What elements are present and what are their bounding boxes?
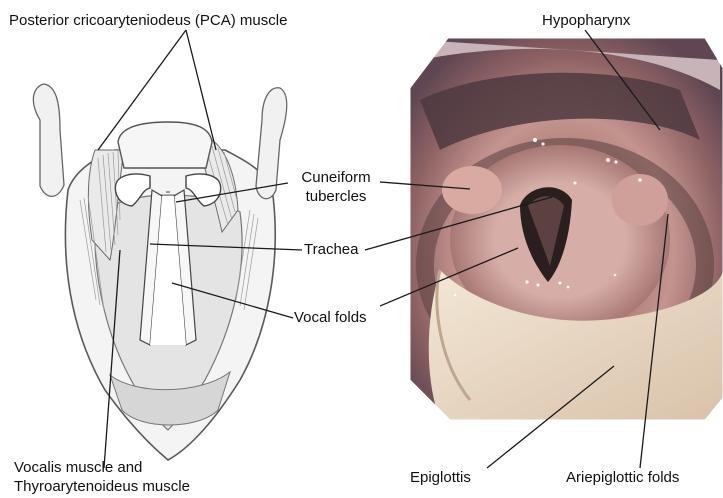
endoscopic-photo bbox=[408, 36, 723, 422]
hypopharynx-label: Hypopharynx bbox=[542, 11, 630, 30]
epiglottis-label: Epiglottis bbox=[410, 468, 471, 487]
cuneiform-label-line1: Cuneiform bbox=[290, 168, 382, 187]
larynx-drawing bbox=[33, 84, 286, 460]
vocalis-label-line1: Vocalis muscle and bbox=[14, 458, 190, 477]
left-superior-horn bbox=[33, 84, 64, 196]
ariepiglottic-label: Ariepiglottic folds bbox=[566, 468, 679, 487]
trachea-label: Trachea bbox=[304, 240, 358, 259]
right-superior-horn bbox=[256, 88, 287, 199]
pca-muscle-label: Posterior cricoaryteniodeus (PCA) muscle bbox=[9, 11, 287, 30]
cricoid-plate bbox=[118, 122, 212, 168]
vocalis-label-line2: Thyroarytenoideus muscle bbox=[14, 477, 190, 496]
cuneiform-label: Cuneiform tubercles bbox=[290, 168, 382, 206]
vocal-folds-label: Vocal folds bbox=[294, 308, 367, 327]
cuneiform-label-line2: tubercles bbox=[290, 187, 382, 206]
vocalis-label: Vocalis muscle and Thyroarytenoideus mus… bbox=[14, 458, 190, 496]
